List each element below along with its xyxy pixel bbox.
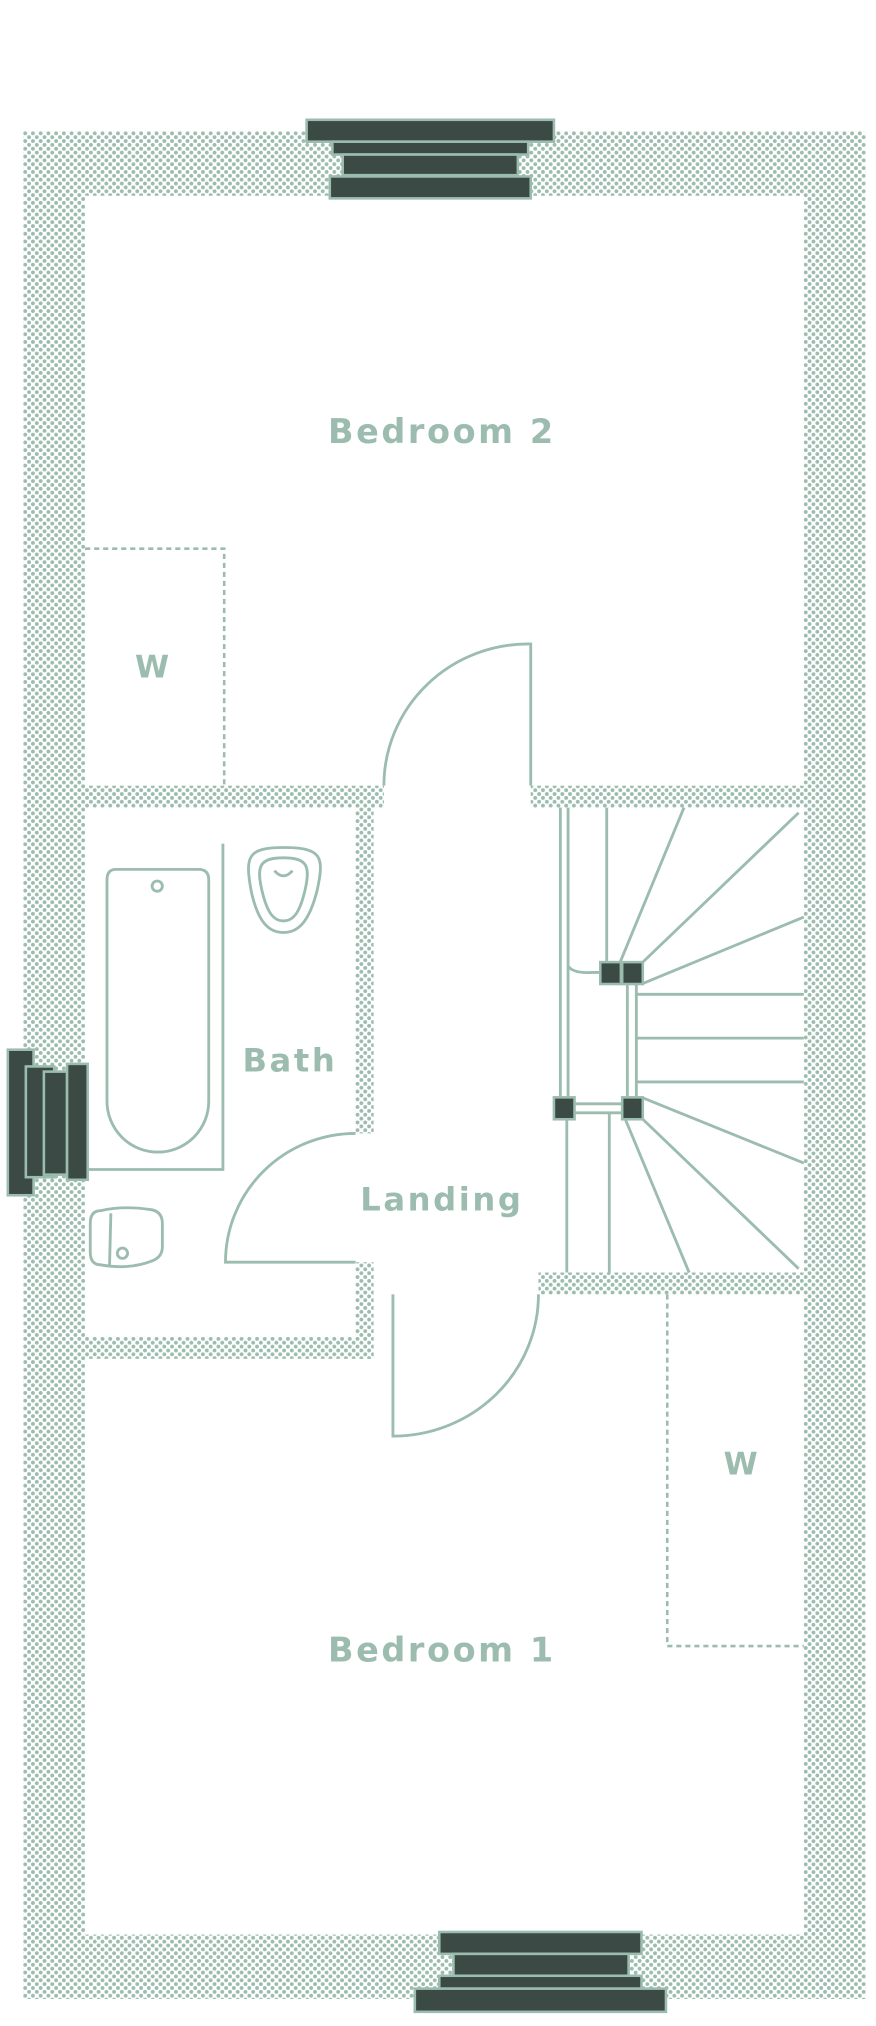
room-label-bath: Bath: [242, 1042, 337, 1080]
wall-bath-right-lower: [355, 1262, 374, 1359]
wall-bath-right-upper: [355, 807, 374, 1134]
wall-right: [803, 131, 866, 1999]
wall-stairs-top: [530, 785, 804, 808]
room-label-wardrobe-top: W: [135, 649, 172, 685]
sink: [88, 1206, 164, 1269]
window-top: [305, 118, 556, 200]
room-label-wardrobe-bottom: W: [724, 1447, 761, 1483]
bedroom1-door[interactable]: [391, 1294, 540, 1438]
toilet: [247, 846, 322, 934]
room-label-bedroom1: Bedroom 1: [328, 1631, 556, 1670]
wardrobe-top-outline: [85, 547, 226, 786]
window-bottom: [413, 1930, 668, 2014]
bedroom2-door[interactable]: [382, 642, 533, 786]
room-label-bedroom2: Bedroom 2: [328, 412, 556, 451]
bath-door[interactable]: [224, 1132, 356, 1264]
wall-stairs-bottom: [538, 1272, 804, 1295]
wall-bath-bottom: [85, 1336, 374, 1359]
wall-bath-top: [85, 785, 384, 808]
bathtub: [87, 843, 225, 1171]
window-left: [6, 1048, 89, 1197]
staircase: [552, 807, 805, 1274]
wardrobe-bottom-outline: [665, 1294, 804, 1648]
room-label-landing: Landing: [360, 1181, 523, 1219]
